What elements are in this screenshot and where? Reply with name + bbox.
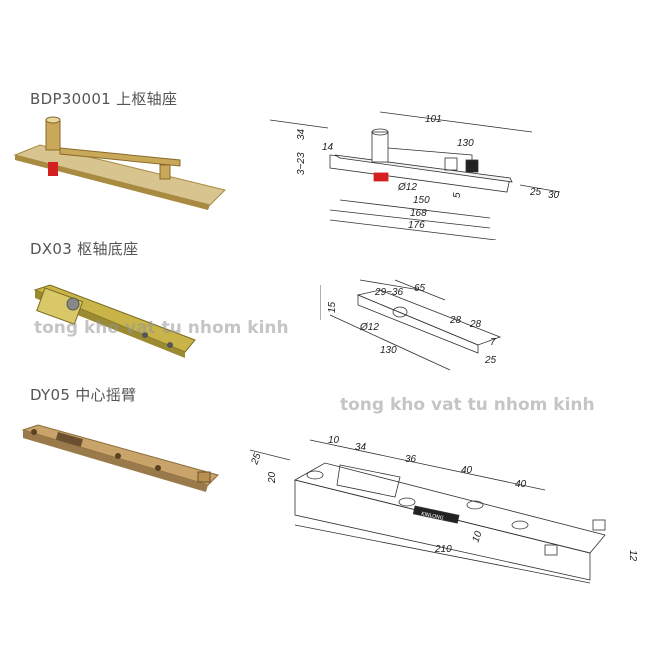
dim-40a: 40 [461, 465, 473, 476]
dim-29-36: 29~36 [374, 287, 404, 298]
dim-25: 25 [249, 451, 264, 467]
dim-3-23: 3~23 [296, 152, 307, 175]
dim-10a: 10 [328, 435, 340, 446]
dim-5: 5 [452, 192, 463, 198]
brand-plate: KINLONG [421, 511, 445, 522]
bdp30001-photo [13, 116, 226, 210]
dim-65: 65 [414, 283, 426, 294]
dim-10b: 10 [470, 529, 484, 544]
dy05-photo [21, 424, 219, 492]
dim-30: 30 [548, 190, 560, 201]
dim-176: 176 [408, 220, 425, 231]
dim-15: 15 [327, 301, 338, 313]
product-title-dy05: DY05 中心摇臂 [30, 386, 137, 404]
dx03-photo [33, 284, 196, 358]
dim-101: 101 [425, 114, 442, 125]
dx03-technical-drawing: 29~36 65 15 28 28 Ø12 130 7 25 [320, 279, 502, 371]
dy05-technical-drawing: 10 34 36 40 40 25 20 10 210 12 KINLONG [249, 435, 638, 584]
dim-dia12: Ø12 [359, 322, 379, 333]
dim-28a: 28 [449, 315, 462, 326]
dim-210: 210 [434, 544, 452, 555]
dim-34: 34 [296, 128, 307, 140]
bdp30001-technical-drawing: 101 130 34 14 3~23 Ø12 5 150 168 176 25 … [269, 111, 561, 240]
dim-150: 150 [413, 195, 430, 206]
dim-40b: 40 [515, 479, 527, 490]
dim-168: 168 [410, 208, 427, 219]
dim-36: 36 [405, 454, 417, 465]
product-title-bdp30001: BDP30001 上枢轴座 [30, 90, 178, 108]
dim-dia12: Ø12 [397, 182, 417, 193]
dim-34: 34 [355, 442, 367, 453]
dim-130: 130 [380, 345, 397, 356]
dim-7: 7 [490, 337, 496, 348]
watermark-right: tong kho vat tu nhom kinh [340, 395, 595, 415]
dim-130: 130 [457, 138, 474, 149]
product-title-dx03: DX03 枢轴底座 [30, 240, 139, 258]
dim-25: 25 [529, 187, 542, 198]
dim-25: 25 [484, 355, 497, 366]
dim-14: 14 [322, 142, 334, 153]
dim-20: 20 [267, 471, 278, 484]
dim-12: 12 [627, 550, 638, 562]
dim-28b: 28 [469, 319, 482, 330]
watermark-left: tong kho vat tu nhom kinh [34, 318, 289, 338]
